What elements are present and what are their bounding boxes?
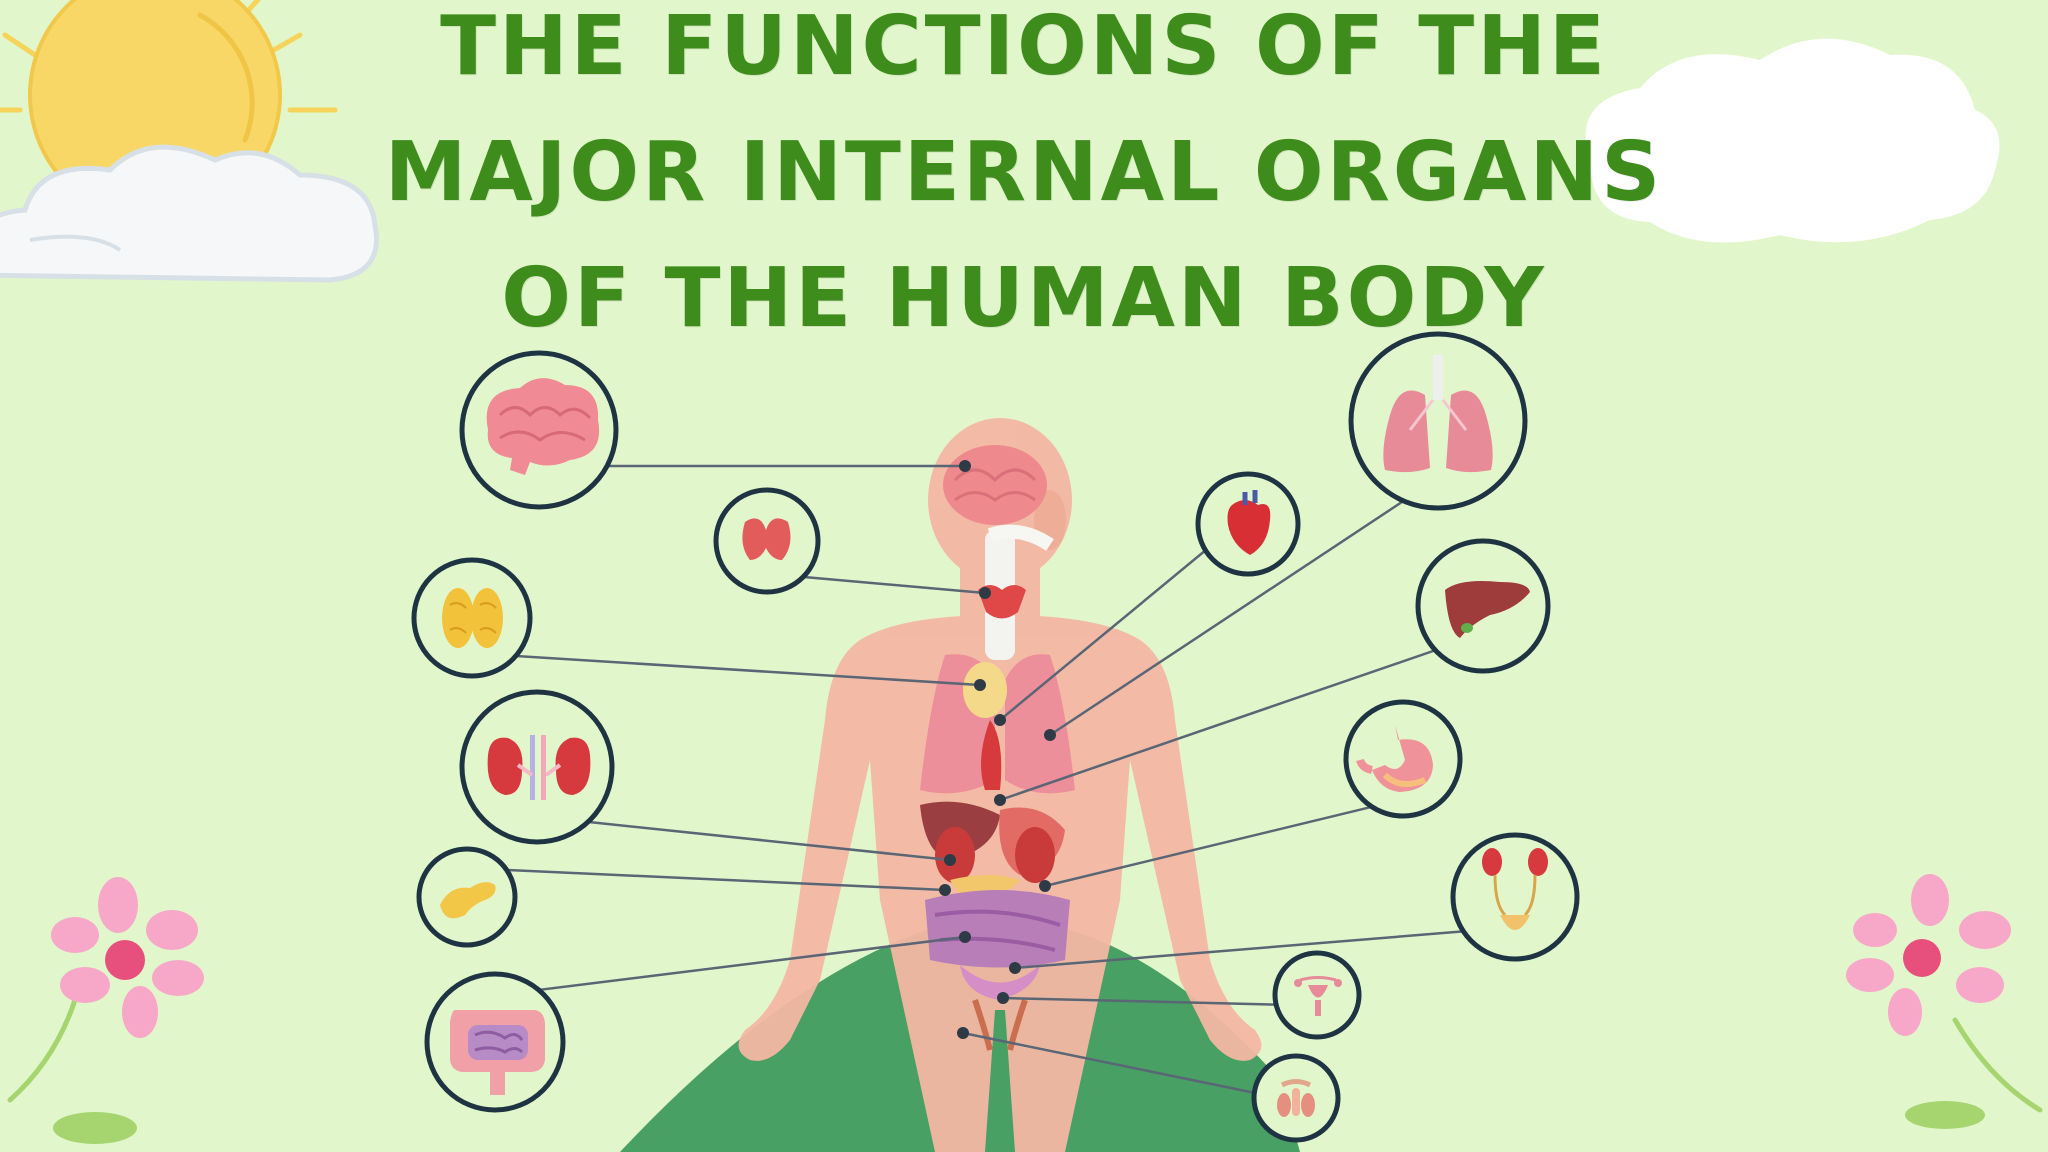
organ-callout-brain: [459, 350, 619, 510]
lungs-icon: [1383, 355, 1493, 473]
cloud-icon: [0, 144, 379, 283]
pancreas-icon: [440, 882, 496, 919]
organ-callout-heart: [1195, 471, 1301, 577]
title-line-3: OF THE HUMAN BODY: [501, 251, 1547, 346]
title-line-1: THE FUNCTIONS OF THE: [440, 0, 1608, 94]
organ-callout-kidneys: [459, 689, 615, 845]
organ-callout-intestines: [424, 971, 566, 1113]
stomach-icon: [1356, 725, 1433, 792]
leader-lines: [464, 464, 1481, 1097]
organ-callout-uterus: [1272, 950, 1362, 1040]
organ-callout-liver: [1415, 538, 1551, 674]
heart-icon: [1227, 490, 1271, 555]
organ-callout-pancreas: [416, 846, 518, 948]
organ-callout-stomach: [1343, 699, 1463, 819]
bladder-icon: [1482, 848, 1548, 930]
brain-icon: [486, 378, 600, 475]
organ-callout-lungs: [1348, 331, 1528, 511]
thyroid-icon: [742, 518, 791, 560]
title-line-2: MAJOR INTERNAL ORGANS: [384, 125, 1664, 220]
organ-callout-bladder: [1450, 832, 1580, 962]
cloud-icon: [1585, 38, 2000, 243]
flower-icon: [1846, 874, 2043, 1129]
testes-icon: [1277, 1079, 1315, 1117]
uterus-icon: [1294, 976, 1342, 1016]
organ-callout-testes: [1251, 1053, 1341, 1143]
flower-icon: [7, 877, 204, 1144]
thymus-icon: [442, 588, 503, 648]
organ-callout-thymus: [411, 557, 533, 679]
organ-callout-thyroid: [713, 487, 821, 595]
intestines-icon: [450, 1010, 545, 1095]
kidneys-icon: [487, 735, 591, 800]
liver-icon: [1445, 581, 1530, 638]
